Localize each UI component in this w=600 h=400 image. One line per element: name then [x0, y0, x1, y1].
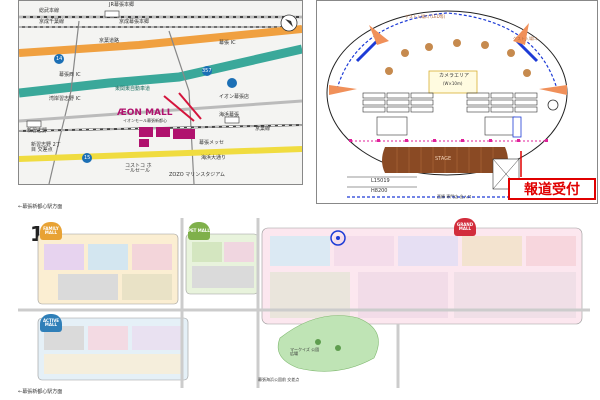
label-aeon-makuhari-store: イオン幕張店 — [219, 94, 250, 100]
station-kaihin-makuhari: 海浜幕張 — [219, 112, 240, 118]
zone-grand-badge: GRAND MALL — [454, 218, 476, 236]
venue-plan: ゲスト入場口 (LED等) ゲスト入場口 カメラエリア (W×10m) STAG… — [316, 0, 598, 204]
label-makuhari-messe: 幕張メッセ — [199, 140, 225, 146]
venue-plan-graphic — [326, 10, 568, 198]
zone-active-badge: ACTIVE MALL — [40, 314, 62, 332]
label-top-entrance: ゲスト入場口 (LED等) — [405, 14, 446, 19]
label-makuhari-ic: 幕張 IC — [219, 40, 236, 46]
label-aeon-mall-sub: イオンモール幕張新都心 — [123, 118, 167, 123]
label-bottom-road: 幕張海浜公園前 交差点 — [258, 377, 300, 382]
label-route-357: 357 — [202, 68, 212, 74]
label-shinonome-intersection: 新習志野 2丁目 交差点 — [31, 142, 61, 153]
label-bottom-entrance: 西棟 専門店 出入口 — [437, 194, 472, 199]
camera-area-label: カメラエリア — [439, 73, 470, 79]
floor-map-graphic — [18, 218, 590, 388]
dimension-width: L15019 — [371, 178, 390, 184]
station-shin-narashino: 新習志野 — [27, 128, 48, 134]
label-route-15: 15 — [84, 155, 91, 161]
camera-area-sub: (W×10m) — [443, 81, 463, 86]
logo-aeon-mall: ÆON MALL — [117, 108, 173, 118]
label-wangan-narashino-ic: 湾岸習志野 IC — [49, 96, 81, 102]
label-right-entrance: ゲスト入場口 — [513, 36, 537, 41]
access-map-graphic — [19, 1, 302, 184]
floor-map-bottom-note: ←幕張新都心駅方面 — [18, 389, 63, 395]
label-keisei-chiba-line: 京成千葉線 — [39, 19, 65, 25]
label-zozo-marine-stadium: ZOZO マリンスタジアム — [169, 172, 225, 178]
stage-label: STAGE — [435, 156, 452, 162]
label-kaihin-odori: 海浜大通り — [201, 155, 227, 161]
access-map: JR幕張本郷 総武本線 京成千葉線 京成幕張本郷 京葉道路 幕張 IC 14 3… — [18, 0, 303, 185]
label-park: マークイズ 公園広場 — [290, 347, 320, 356]
label-soya-line: 総武本線 — [39, 8, 60, 14]
label-keiyo-line: 京葉線 — [255, 126, 271, 132]
zone-family-badge: FAMILY MALL — [40, 222, 62, 240]
floor-map-top-note: ←幕張新都心駅方面 — [18, 204, 63, 210]
label-keiyo-road: 京葉道路 — [99, 38, 120, 44]
zone-pet-badge: PET MALL — [188, 222, 210, 240]
press-reception-callout: 報道受付 — [508, 178, 596, 200]
label-costco: コストコ ホールセール — [125, 163, 152, 174]
station-jr-makuhari-hongo: JR幕張本郷 — [109, 2, 134, 8]
dimension-height: H8200 — [371, 188, 388, 194]
label-route-14: 14 — [56, 56, 63, 62]
station-keisei-makuhari-hongo: 京成幕張本郷 — [119, 19, 150, 25]
floor-map: FAMILY MALL PET MALL GRAND MALL ACTIVE M… — [18, 218, 590, 388]
label-makuhari-nishi-ic: 幕張西 IC — [59, 72, 81, 78]
label-higashi-kanto-expressway: 東関東自動車道 — [115, 86, 151, 92]
